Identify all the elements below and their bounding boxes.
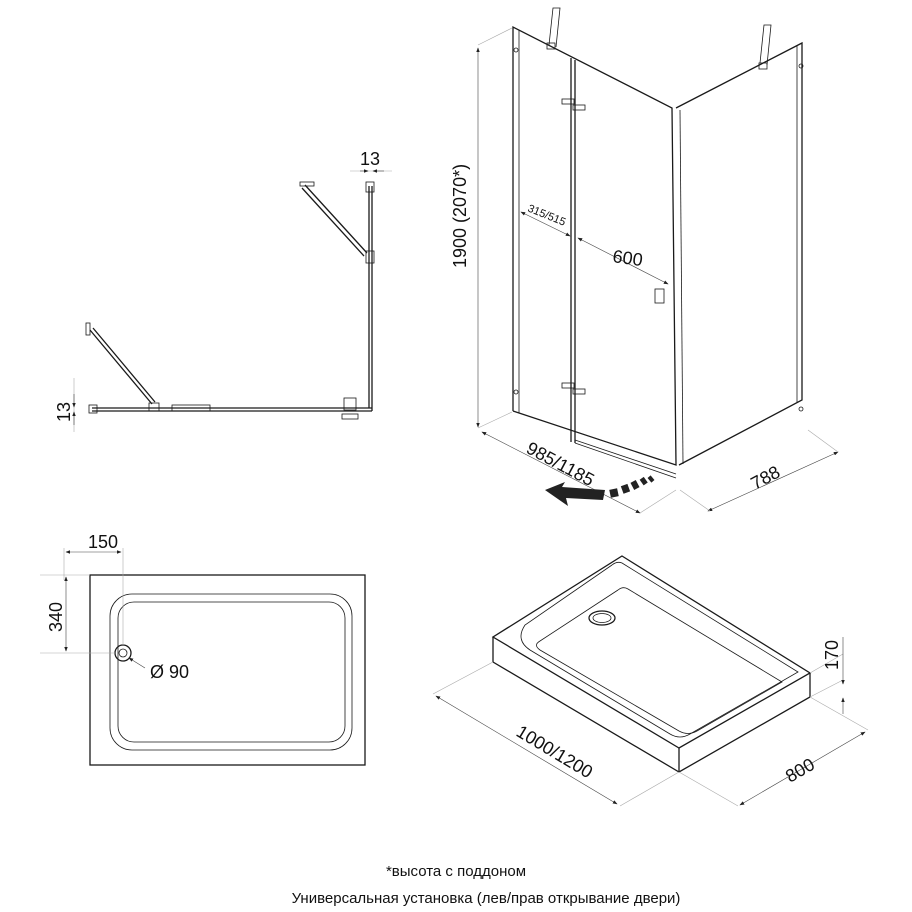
plan-view: 13 13 [54,149,392,432]
tray-height-label: 170 [822,640,842,670]
drain-icon [588,610,616,626]
door-width-label: 600 [611,246,644,270]
height-dimension-label: 1900 (2070*) [450,164,470,268]
plan-gap-left-label: 13 [54,402,74,422]
tray-iso-view: 1000/1200 800 170 [432,555,869,807]
hinge-top [561,98,575,105]
drain-diameter-label: Ø 90 [150,662,189,682]
drain-icon [114,644,132,662]
tray-top-view: 150 340 Ø 90 [40,532,366,766]
wall-bracket [88,404,98,414]
door-handle [654,288,665,304]
footer-install-text: Универсальная установка (лев/прав открыв… [292,890,681,907]
drain-offset-x-label: 150 [88,532,118,552]
depth-dimension-label: 788 [747,462,783,494]
drain-offset-y-label: 340 [46,602,66,632]
enclosure-iso-view: 1900 (2070*) 985/1185 788 315/515 600 [450,7,839,514]
tray-width-label: 800 [782,754,818,786]
door-opening-arrow-icon [545,475,655,506]
width-dimension-label: 985/1185 [523,438,598,490]
footer-note: *высота с поддоном [386,863,526,880]
door-hinge [171,404,211,412]
wall-bracket [365,181,375,193]
hinge-bottom [561,382,575,389]
door-handle [343,397,357,411]
plan-gap-top-label: 13 [360,149,380,169]
tray-length-label: 1000/1200 [513,721,596,782]
